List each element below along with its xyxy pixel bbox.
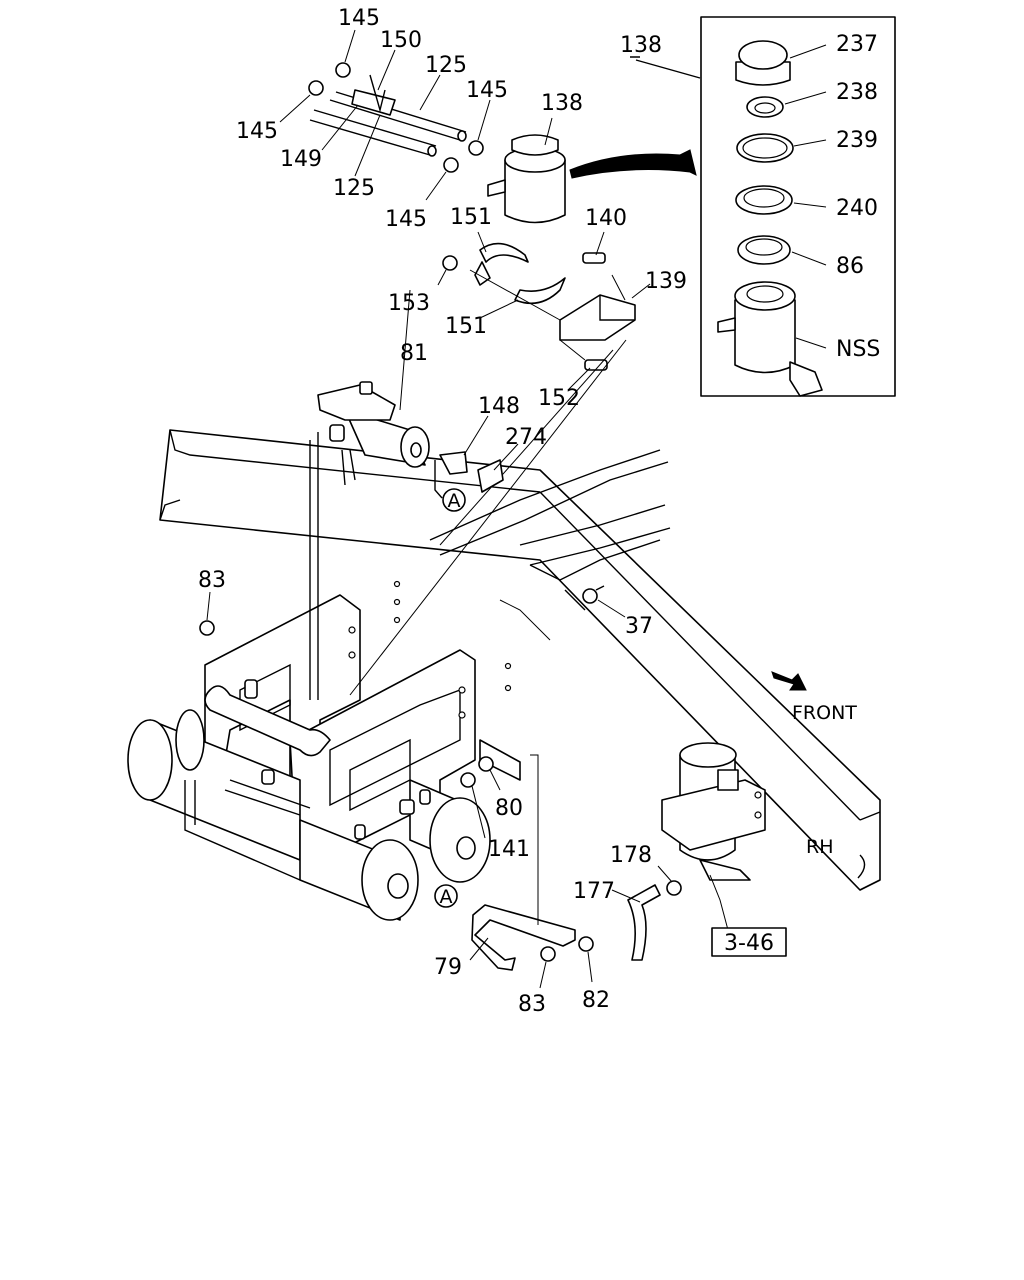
nut-82 xyxy=(578,936,594,952)
bolt-140 xyxy=(582,252,606,264)
nut-153 xyxy=(442,255,458,271)
callout-238: 238 xyxy=(836,80,878,105)
callout-237: 237 xyxy=(836,32,878,57)
callout-151-b: 151 xyxy=(445,314,487,339)
reference-label: 3-46 xyxy=(724,931,774,956)
circle-marker-a-upper: A xyxy=(442,488,466,512)
circle-marker-a-lower: A xyxy=(434,884,458,908)
leader-lines xyxy=(206,29,827,989)
front-label: FRONT xyxy=(792,702,857,724)
bolt-37 xyxy=(582,588,598,604)
nut-141 xyxy=(460,772,476,788)
clip-145-c xyxy=(468,140,484,156)
bracket-assembly xyxy=(127,585,605,921)
chassis-frame xyxy=(159,429,881,891)
callout-148: 148 xyxy=(478,394,520,419)
callout-145-d: 145 xyxy=(385,207,427,232)
callout-149: 149 xyxy=(280,147,322,172)
callout-239: 239 xyxy=(836,128,878,153)
callout-83-b: 83 xyxy=(518,992,546,1017)
callout-86: 86 xyxy=(836,254,864,279)
svg-text:A: A xyxy=(448,490,461,512)
clip-178 xyxy=(666,880,682,896)
callout-labels: 145 150 125 145 138 145 149 125 145 151 … xyxy=(198,6,880,1017)
callout-274: 274 xyxy=(505,425,547,450)
callout-125-a: 125 xyxy=(425,53,467,78)
nut-83-upper xyxy=(199,620,215,636)
callout-79: 79 xyxy=(434,955,462,980)
nut-83-lower xyxy=(540,946,556,962)
callout-141: 141 xyxy=(488,837,530,862)
callout-138-b: 138 xyxy=(620,33,662,58)
callout-151-a: 151 xyxy=(450,205,492,230)
clip-145-b xyxy=(308,80,324,96)
callout-178: 178 xyxy=(610,843,652,868)
callout-81: 81 xyxy=(400,341,428,366)
clip-145-d xyxy=(443,157,459,173)
callout-80: 80 xyxy=(495,796,523,821)
callout-nss: NSS xyxy=(836,337,880,362)
callout-82: 82 xyxy=(582,988,610,1013)
callout-145-b: 145 xyxy=(466,78,508,103)
callout-83-a: 83 xyxy=(198,568,226,593)
reservoir-138 xyxy=(487,134,566,224)
clip-145-a xyxy=(335,62,351,78)
pump-assembly xyxy=(627,742,766,961)
callout-138-a: 138 xyxy=(541,91,583,116)
rh-label: RH xyxy=(806,836,834,858)
front-arrow-icon xyxy=(771,671,807,691)
detail-box xyxy=(630,16,896,397)
valve-81 xyxy=(309,381,504,700)
callout-177: 177 xyxy=(573,879,615,904)
bracket-79 xyxy=(471,754,594,971)
upper-components xyxy=(308,62,697,696)
callout-240: 240 xyxy=(836,196,878,221)
callout-140: 140 xyxy=(585,206,627,231)
bolt-80 xyxy=(478,756,494,772)
callout-145-a: 145 xyxy=(338,6,380,31)
callout-125-b: 125 xyxy=(333,176,375,201)
reference-box: 3-46 xyxy=(711,927,787,957)
callout-153: 153 xyxy=(388,291,430,316)
callout-150: 150 xyxy=(380,28,422,53)
svg-text:A: A xyxy=(440,886,453,908)
callout-37: 37 xyxy=(625,614,653,639)
callout-145-c: 145 xyxy=(236,119,278,144)
callout-139: 139 xyxy=(645,269,687,294)
callout-152: 152 xyxy=(538,386,580,411)
